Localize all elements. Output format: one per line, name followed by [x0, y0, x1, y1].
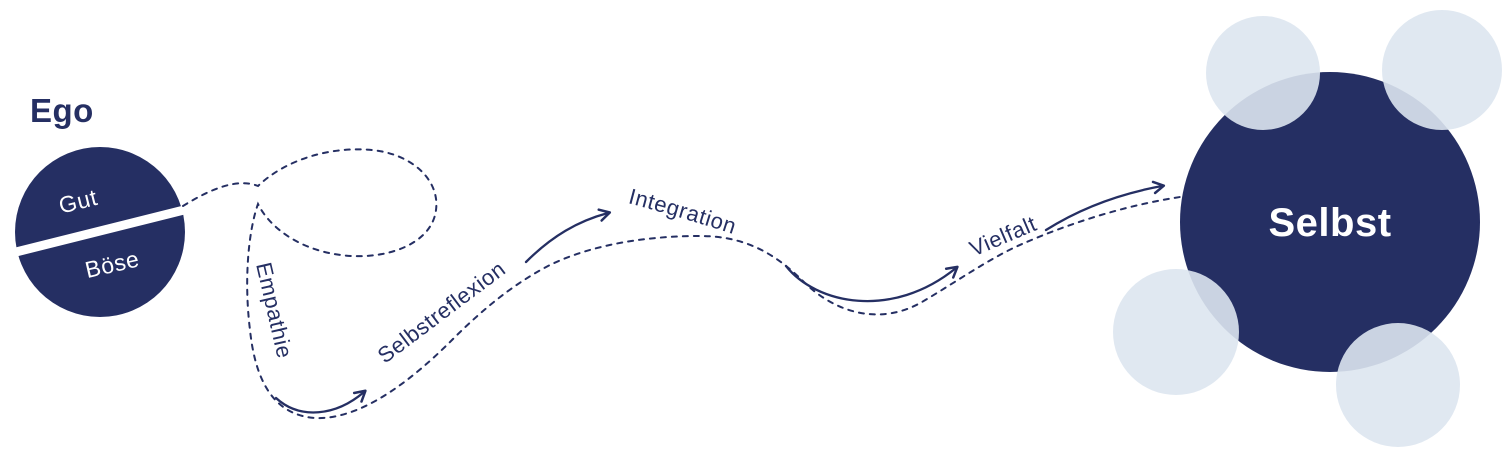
satellite-circle-bottom-left: [1113, 269, 1239, 395]
ego-split-line: [2, 202, 198, 260]
satellite-circle-top-left: [1206, 16, 1320, 130]
arrow-to-integration: [524, 208, 612, 264]
satellite-circle-bottom-right: [1336, 323, 1460, 447]
arrow-to-selbst: [1044, 180, 1166, 232]
arrow-to-selbstreflexion: [274, 389, 367, 414]
label-integration: Integration: [626, 184, 739, 239]
arrow-to-vielfalt: [784, 264, 959, 303]
ego-title: Ego: [30, 92, 94, 129]
selbst-label: Selbst: [1268, 201, 1391, 245]
journey-dashed-path: [182, 148, 1181, 420]
label-empathie: Empathie: [251, 260, 297, 361]
label-selbstreflexion: Selbstreflexion: [373, 256, 510, 368]
satellite-circle-top-right: [1382, 10, 1502, 130]
ego-circle-group: Gut Böse: [2, 147, 198, 317]
selbst-group: Selbst: [1113, 10, 1502, 447]
selbst-circle: [1180, 72, 1480, 372]
